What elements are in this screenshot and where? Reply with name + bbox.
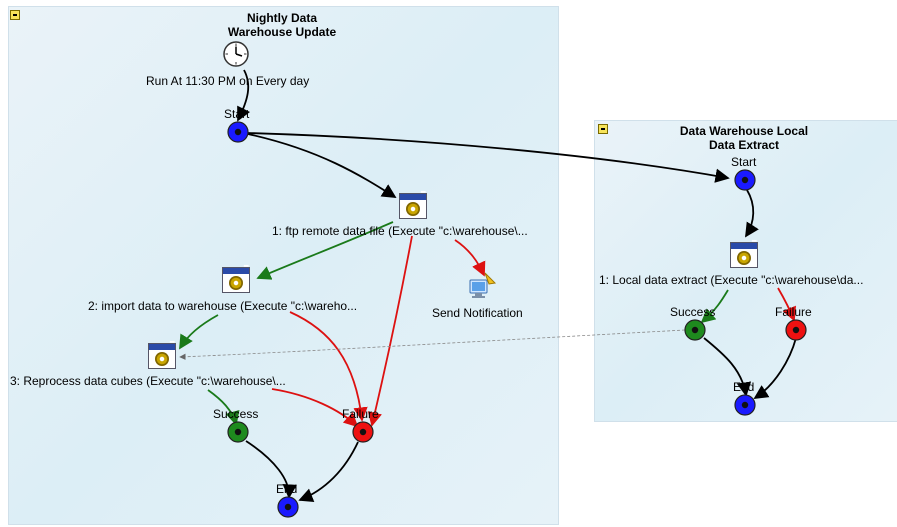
notification-icon[interactable]	[467, 271, 497, 301]
task-icon[interactable]	[399, 189, 427, 219]
connector-success-end	[245, 440, 297, 499]
connector-task1-notify	[454, 239, 486, 277]
success-node[interactable]	[227, 421, 249, 443]
task-label: 3: Reprocess data cubes (Execute "c:\war…	[10, 374, 286, 388]
task-icon[interactable]	[148, 339, 176, 369]
connector-failure-end	[753, 337, 797, 399]
connector-start-task1	[745, 189, 759, 238]
notification-label: Send Notification	[432, 306, 523, 320]
failure-node[interactable]	[352, 421, 374, 443]
success-label: Success	[213, 407, 259, 421]
connector-task3-failure	[271, 388, 359, 428]
start-node[interactable]	[227, 121, 249, 143]
collapse-icon[interactable]	[598, 124, 608, 134]
connector-task1-success	[700, 289, 729, 324]
end-label: End	[733, 380, 755, 394]
connector-start-group2	[247, 132, 730, 183]
failure-node[interactable]	[785, 319, 807, 341]
end-node[interactable]	[277, 496, 299, 518]
clock-icon[interactable]	[222, 40, 250, 68]
end-label: End	[276, 482, 298, 496]
connector-schedule-start	[237, 69, 251, 122]
group-nightly-data-warehouse-update[interactable]	[8, 6, 559, 525]
end-node[interactable]	[734, 394, 756, 416]
schedule-label: Run At 11:30 PM on Every day	[146, 74, 310, 88]
start-node[interactable]	[734, 169, 756, 191]
group-title-line2: Warehouse Update	[227, 25, 337, 39]
group-title: Nightly Data Warehouse Update	[212, 11, 352, 39]
failure-label: Failure	[342, 407, 379, 421]
failure-label: Failure	[775, 305, 812, 319]
task-icon[interactable]	[730, 238, 758, 268]
group-title-line1: Data Warehouse Local	[679, 124, 809, 138]
connector-task2-task3	[179, 314, 219, 350]
task-label: 1: ftp remote data file (Execute "c:\war…	[272, 224, 528, 238]
group-title: Data Warehouse Local Data Extract	[670, 124, 818, 152]
start-label: Start	[731, 155, 757, 169]
start-label: Start	[224, 107, 250, 121]
connector-task2-failure	[289, 311, 368, 422]
connector-task1-task2	[256, 221, 394, 280]
task-icon[interactable]	[222, 263, 250, 293]
success-label: Success	[670, 305, 716, 319]
success-node[interactable]	[684, 319, 706, 341]
collapse-icon[interactable]	[10, 10, 20, 20]
task-label: 2: import data to warehouse (Execute "c:…	[88, 299, 358, 313]
task-label: 1: Local data extract (Execute "c:\wareh…	[599, 273, 864, 287]
group-title-line2: Data Extract	[708, 138, 780, 152]
connector-task1-failure	[777, 287, 797, 322]
connector-task1-failure	[367, 235, 413, 427]
connector-start-task1	[247, 133, 397, 198]
connector-failure-end	[298, 441, 359, 502]
group-title-line1: Nightly Data	[246, 11, 317, 25]
connector-task3-success	[207, 389, 240, 426]
connector-success-end	[703, 337, 752, 397]
connector-cross-group	[179, 329, 686, 360]
